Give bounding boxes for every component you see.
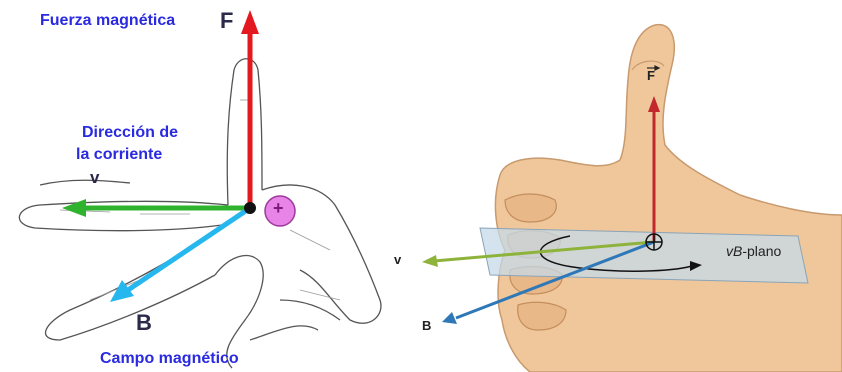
field-arrow [110, 208, 250, 302]
plane-label-suffix: -plano [742, 243, 781, 259]
velocity-symbol: v [394, 252, 401, 267]
charge-symbol: + [273, 198, 284, 219]
left-hand-rule-diagram: Fuerza magnética F Dirección de la corri… [0, 0, 410, 372]
field-title: Campo magnético [100, 350, 239, 368]
field-symbol: B [136, 310, 152, 336]
left-hand-illustration [0, 0, 410, 372]
positive-charge-icon [646, 234, 662, 250]
thumbs-up-hand [495, 25, 842, 372]
force-symbol: F [220, 8, 233, 34]
current-label-line1: Dirección de [82, 124, 178, 142]
right-hand-illustration [410, 0, 842, 372]
force-title: Fuerza magnética [40, 12, 175, 30]
velocity-symbol: v [90, 168, 99, 188]
current-label-line2: la corriente [76, 146, 162, 164]
force-arrow [241, 10, 259, 208]
force-symbol: F [647, 68, 655, 83]
right-hand-rule-diagram: F v B vB-plano [410, 0, 842, 372]
plane-label-italic: vB [726, 243, 742, 259]
plane-label: vB-plano [726, 243, 781, 259]
hand-outline [19, 59, 381, 368]
origin-point [244, 202, 256, 214]
field-symbol: B [422, 318, 431, 333]
